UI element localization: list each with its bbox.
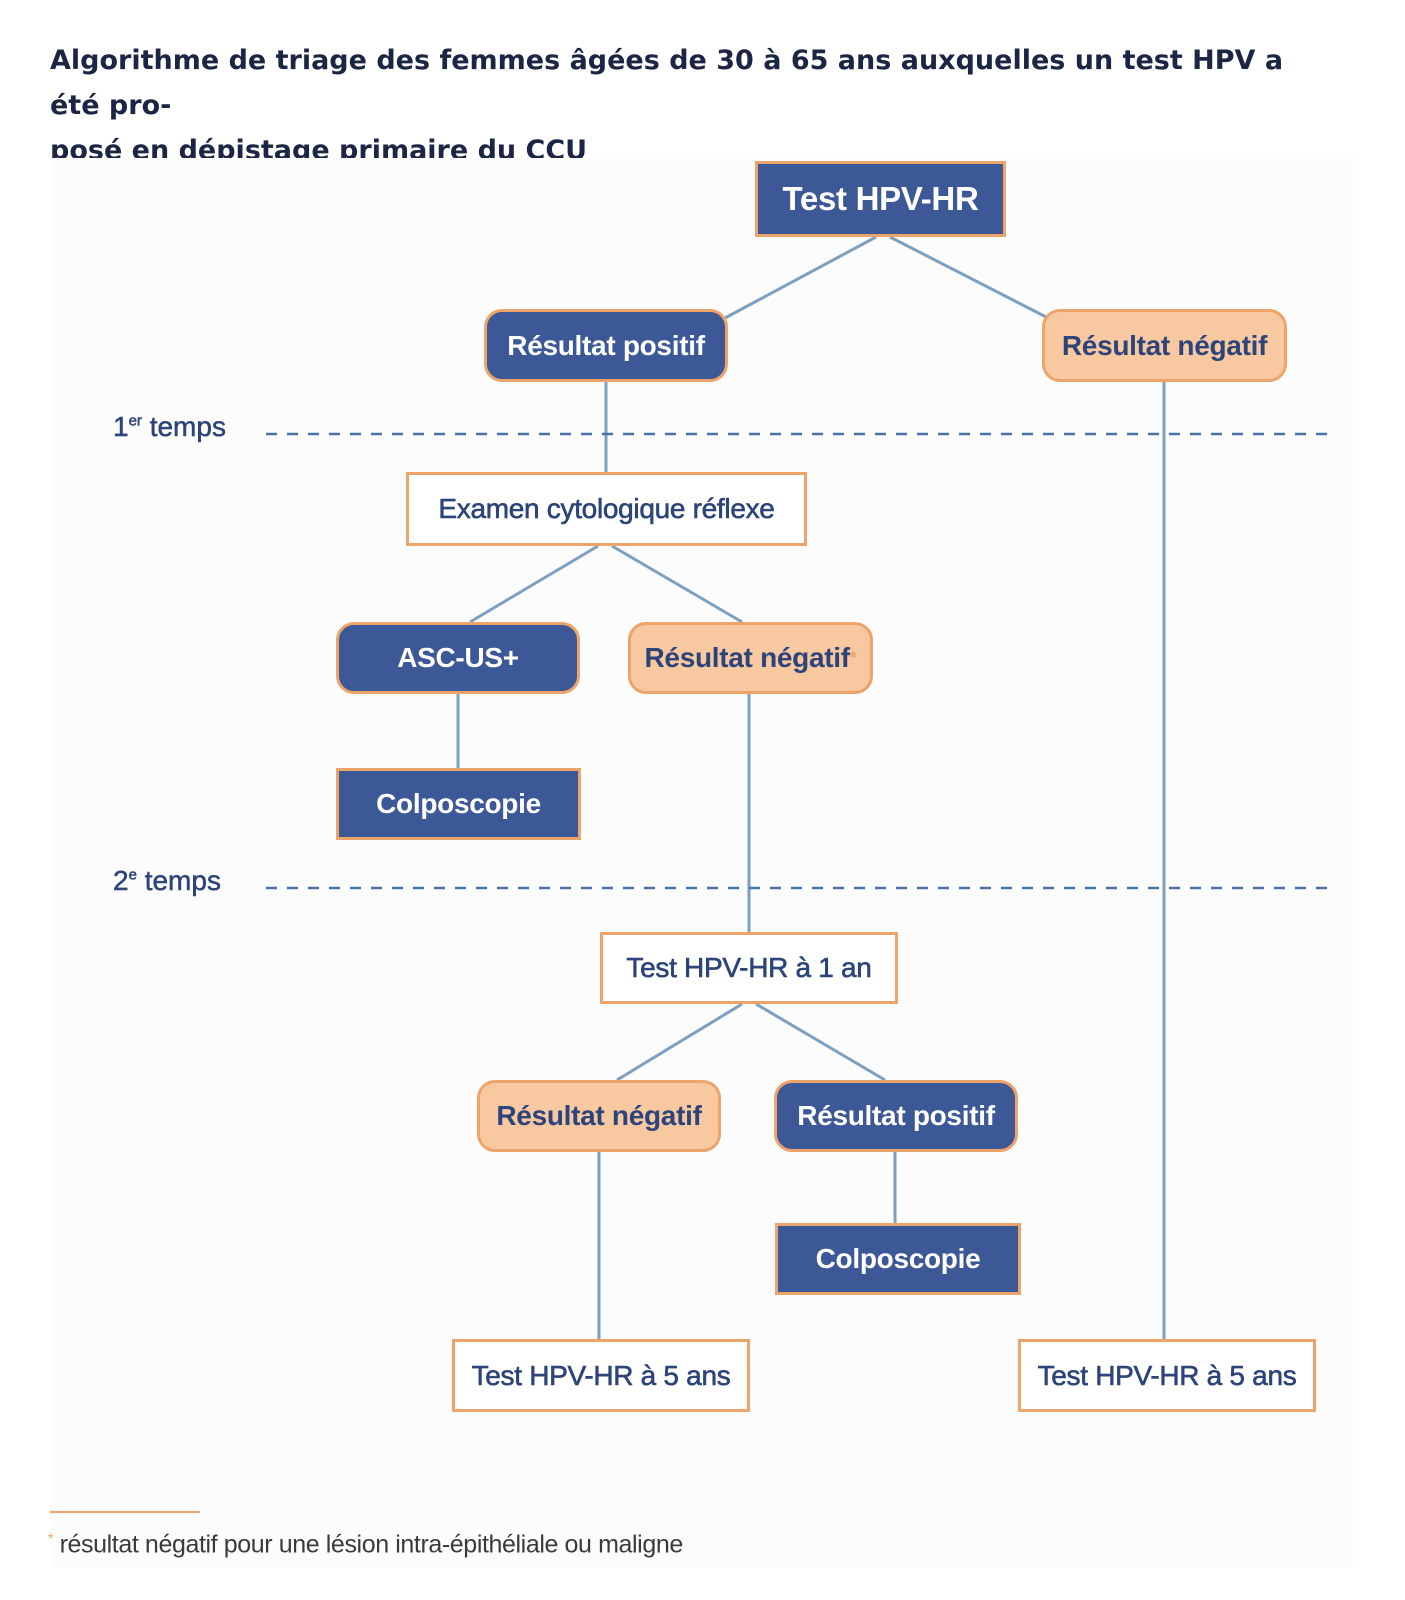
footnote: * résultat négatif pour une lésion intra… [48,1530,683,1559]
footnote-asterisk: * [48,1530,54,1546]
node-negative-result-2: Résultat négatif [477,1080,721,1152]
node-test-5-years-left: Test HPV-HR à 5 ans [452,1339,750,1412]
page-title: Algorithme de triage des femmes âgées de… [50,38,1340,173]
node-positive-result-1: Résultat positif [484,309,728,382]
node-reflex-cytology: Examen cytologique réflexe [406,472,807,546]
connector-1yr-negative [616,1002,743,1082]
node-colposcopy-1: Colposcopie [336,768,581,840]
node-negative-result-1: Résultat négatif [1042,309,1287,382]
connector-cytology-negative [611,544,743,624]
title-line-1: Algorithme de triage des femmes âgées de… [50,45,1284,121]
diagram-panel [50,158,1355,1568]
footnote-divider [50,1511,200,1513]
node-positive-result-2: Résultat positif [774,1080,1018,1152]
connector-1yr-positive [755,1002,886,1082]
node-colposcopy-2: Colposcopie [775,1223,1021,1295]
node-test-1-year: Test HPV-HR à 1 an [600,932,898,1004]
footnote-text: résultat négatif pour une lésion intra-é… [53,1530,684,1559]
connector-root-positive [724,235,877,320]
node-asc-us: ASC-US+ [336,622,580,694]
connector-root-negative [889,235,1049,320]
node-test-5-years-right: Test HPV-HR à 5 ans [1018,1339,1316,1412]
asterisk-mark: * [849,647,857,668]
phase-label-second: 2e temps [113,865,221,897]
node-negative-cytology: Résultat négatif* [628,622,873,694]
connector-cytology-ascus [469,544,599,624]
phase-label-first: 1er temps [113,411,226,443]
node-test-hpv-hr: Test HPV-HR [755,161,1006,237]
